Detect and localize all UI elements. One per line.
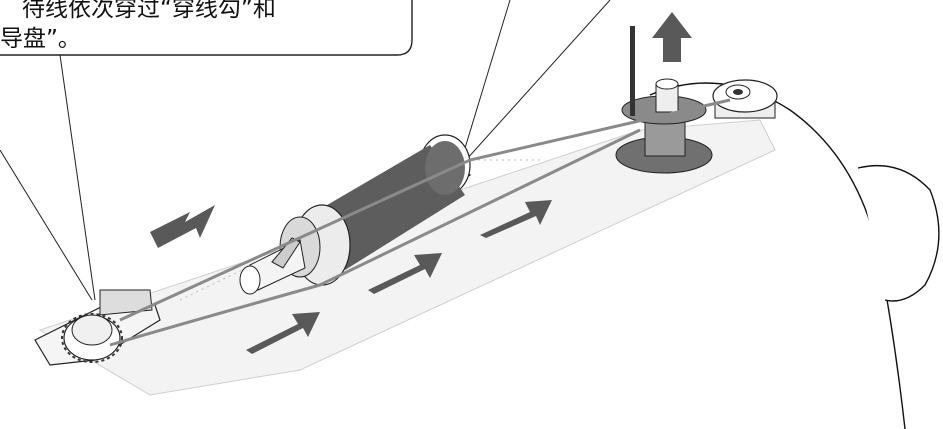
callout-box: [0, 0, 413, 56]
thread-path: [109, 128, 641, 347]
thread-guide-disc: [712, 79, 778, 119]
machine-body-bump: [857, 164, 940, 302]
leader-line: [461, 0, 511, 159]
leader-line: [0, 149, 93, 301]
right-arrow-icon: [368, 253, 442, 294]
up-arrow-icon: [652, 12, 692, 62]
thread-path: [119, 98, 731, 322]
leader-line: [465, 0, 611, 161]
thread-spool: [239, 134, 472, 295]
left-arrow-icon: [150, 205, 215, 248]
right-arrow-icon: [246, 312, 320, 354]
right-arrow-icon: [480, 200, 552, 238]
instruction-callout: 待线依次穿过“穿线勾”和 导盘”。: [0, 0, 400, 54]
leader-line: [59, 54, 96, 301]
instruction-line-1: 待线依次穿过“穿线勾”和: [22, 0, 276, 22]
instruction-line-2: 导盘”。: [0, 26, 81, 52]
